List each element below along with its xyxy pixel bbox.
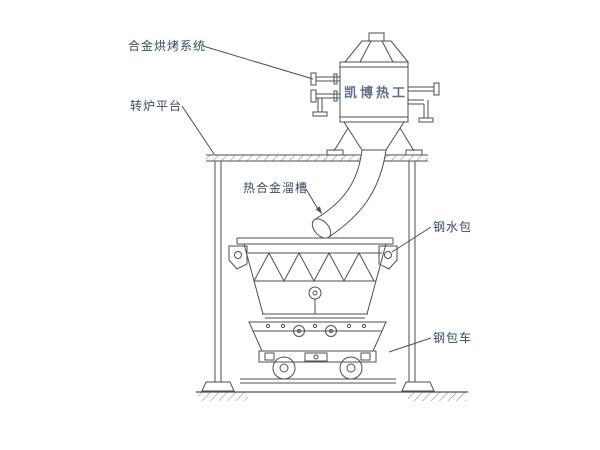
tank-right-leg bbox=[399, 127, 415, 152]
tank-lid-facet bbox=[381, 40, 394, 63]
left-pipe-upper-flange bbox=[310, 72, 317, 86]
tank-cone bbox=[343, 121, 405, 151]
ladle-right-trunnion bbox=[378, 245, 398, 270]
annotations: 合金烘烤系统 转炉平台 热合金溜槽 钢水包 钢包车 bbox=[128, 38, 472, 353]
car-wheel-left-hub bbox=[279, 363, 289, 373]
left-pipe-lower-flange bbox=[310, 89, 317, 103]
car-bolt bbox=[280, 323, 286, 329]
platform-deck-hatch bbox=[206, 155, 428, 161]
tank-left-leg-pad bbox=[326, 149, 344, 156]
label-converter-platform: 转炉平台 bbox=[130, 98, 182, 113]
platform-right-foot bbox=[401, 381, 435, 392]
car-wheel-right-hub bbox=[346, 363, 356, 373]
left-pipe-drop-flange bbox=[312, 111, 328, 117]
car-wheel-right bbox=[339, 356, 363, 380]
tank-left-leg bbox=[333, 127, 349, 152]
ladle-body-right-side bbox=[366, 243, 387, 315]
leader-steel-ladle bbox=[391, 226, 432, 253]
alloy-baking-tank: 凯博热工 bbox=[310, 32, 440, 156]
platform-left-foot bbox=[201, 381, 235, 392]
converter-platform-structure bbox=[196, 154, 468, 401]
hot-alloy-chute bbox=[311, 149, 387, 239]
ladle-right-trunnion-pin bbox=[384, 251, 392, 259]
tank-right-leg-pad bbox=[405, 149, 423, 156]
ladle-drain-circle bbox=[308, 286, 322, 300]
car-bolt bbox=[265, 323, 271, 329]
car-pin-left bbox=[293, 325, 305, 337]
steel-ladle bbox=[228, 237, 398, 319]
car-bolt bbox=[312, 323, 318, 329]
ladle-drain-center bbox=[312, 290, 318, 296]
leader-alloy-baking-system bbox=[202, 45, 314, 80]
car-center-box-hole bbox=[313, 354, 319, 360]
tank-top-cap bbox=[368, 32, 385, 42]
left-pipe-wall-flange bbox=[333, 73, 338, 85]
ground-hatch-left bbox=[198, 392, 248, 401]
car-left-box bbox=[264, 352, 275, 361]
car-center-box bbox=[304, 352, 328, 362]
leader-ladle-car bbox=[388, 337, 432, 353]
car-pin-right bbox=[325, 325, 337, 337]
car-lower-frame bbox=[258, 350, 377, 363]
ladle-left-trunnion-pin bbox=[234, 251, 242, 259]
label-alloy-baking-system: 合金烘烤系统 bbox=[128, 38, 206, 53]
label-steel-ladle: 钢水包 bbox=[433, 220, 472, 234]
leader-arrowhead bbox=[315, 206, 322, 214]
tank-lid-facet bbox=[359, 40, 372, 63]
leader-converter-platform bbox=[181, 105, 215, 155]
car-wheel-left bbox=[272, 356, 296, 380]
car-right-box bbox=[360, 352, 371, 361]
ground-hatch-right bbox=[408, 392, 466, 401]
leader-hot-alloy-chute bbox=[305, 188, 319, 210]
tank-lid bbox=[343, 40, 410, 63]
right-pipe-drop-flange bbox=[418, 117, 434, 123]
car-pin-right-center bbox=[329, 329, 333, 333]
right-pipe-upper-flange bbox=[433, 82, 440, 96]
tank-brand-text: 凯博热工 bbox=[344, 85, 408, 100]
ladle-truss-lattice bbox=[253, 251, 375, 283]
left-pipe-wall-flange bbox=[333, 90, 338, 102]
ladle-left-trunnion bbox=[228, 245, 248, 270]
chute-mouth bbox=[311, 218, 332, 239]
car-pin-left-center bbox=[297, 329, 301, 333]
label-hot-alloy-chute: 热合金溜槽 bbox=[243, 180, 308, 195]
car-bolt bbox=[346, 323, 352, 329]
car-bolt bbox=[361, 323, 367, 329]
label-ladle-car: 钢包车 bbox=[433, 330, 472, 345]
ladle-car bbox=[240, 321, 396, 384]
